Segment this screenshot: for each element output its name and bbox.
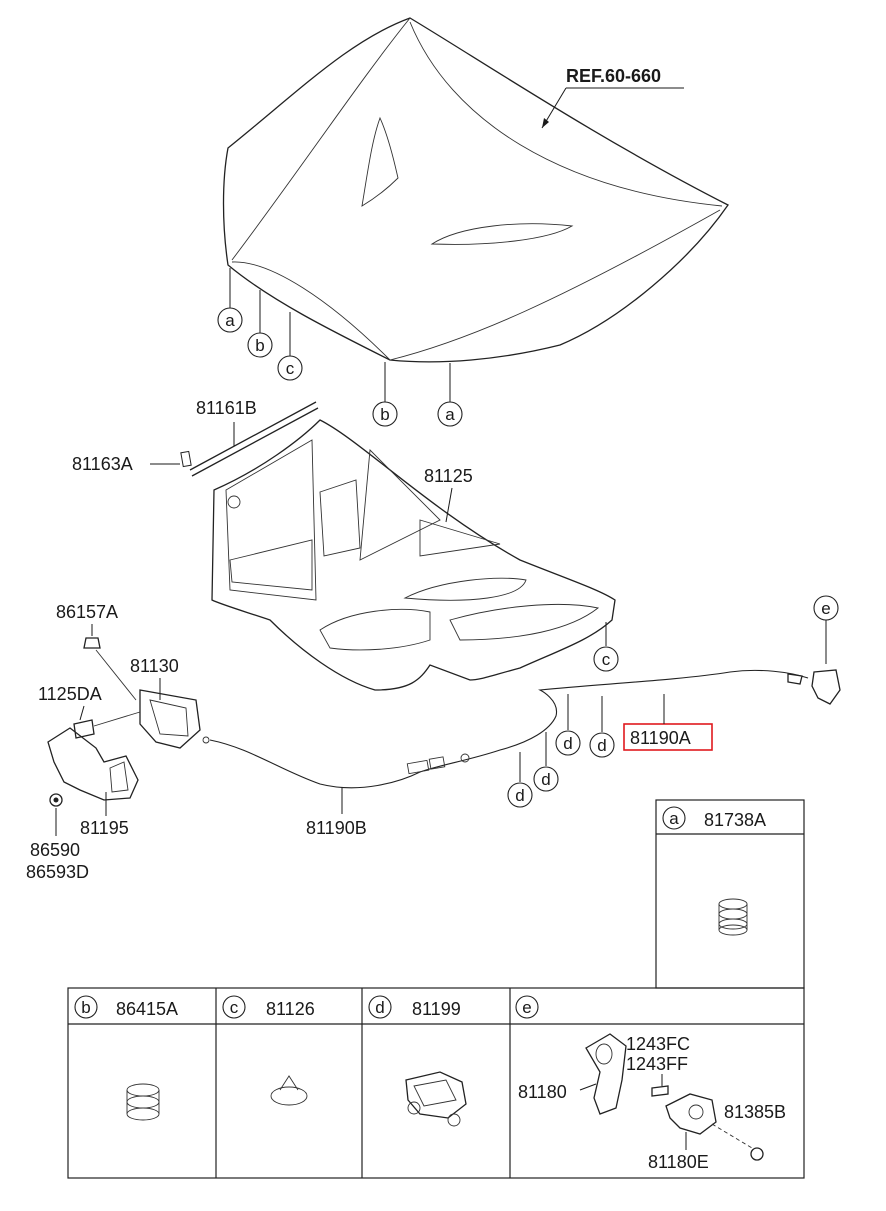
callout-d-icon [533,766,559,792]
callout-b-icon [247,332,273,358]
svg-text:a: a [669,809,679,828]
callout-d-icon [589,732,615,758]
callout-d-icon [507,782,533,808]
callout-a-icon [217,307,243,333]
ref-label: REF.60-660 [541,66,684,129]
svg-text:86590: 86590 [30,840,80,860]
svg-text:81125: 81125 [424,466,473,486]
bumper-icon [126,1083,160,1121]
callout-c-icon [277,355,303,381]
svg-text:86415A: 86415A [116,999,178,1019]
svg-text:81161B: 81161B [196,398,257,418]
handle-bracket-icon [665,1093,717,1135]
svg-text:1125DA: 1125DA [38,684,102,704]
callout-c-icon [593,646,619,672]
svg-text:81130: 81130 [130,656,179,676]
release-cable: 81190B 81190A d d d d e [202,595,841,838]
latch-assembly: 86157A 81130 1125DA 81195 86590 86593D [26,602,201,882]
svg-text:1243FC: 1243FC [626,1034,690,1054]
hood-panel [222,17,729,363]
cable-a-highlight [623,723,713,751]
svg-text:b: b [380,405,389,424]
release-handle-icon [585,1033,627,1115]
svg-text:81195: 81195 [80,818,129,838]
svg-text:d: d [515,786,524,805]
svg-text:e: e [522,998,531,1017]
svg-text:86593D: 86593D [26,862,89,882]
hood-strut: 81161B 81163A [72,398,319,477]
legend-c-icon [222,995,246,1019]
svg-text:86157A: 86157A [56,602,118,622]
legend-e-icon [515,995,539,1019]
hood-callouts: a b c b a [217,268,463,427]
svg-text:81163A: 81163A [72,454,133,474]
svg-text:e: e [821,599,830,618]
legend-d-icon [368,995,392,1019]
svg-text:a: a [225,311,235,330]
svg-text:c: c [286,359,295,378]
svg-text:d: d [563,734,572,753]
legend-a-icon [662,806,686,830]
svg-text:81190A: 81190A [630,728,691,748]
svg-text:c: c [602,650,611,669]
svg-text:1243FF: 1243FF [626,1054,688,1074]
svg-text:81180: 81180 [518,1082,567,1102]
svg-text:81126: 81126 [266,999,315,1019]
svg-text:REF.60-660: REF.60-660 [566,66,661,86]
svg-text:a: a [445,405,455,424]
svg-text:81190B: 81190B [306,818,367,838]
hood-insulator-panel: 81125 c [211,419,619,691]
bump-stop-icon [718,898,748,936]
svg-text:d: d [375,998,384,1017]
clip-icon [270,1075,308,1106]
svg-text:b: b [255,336,264,355]
callout-a-icon [437,401,463,427]
svg-text:d: d [541,770,550,789]
svg-text:b: b [81,998,90,1017]
svg-text:d: d [597,736,606,755]
svg-text:81199: 81199 [412,999,461,1019]
callout-b-icon [372,401,398,427]
svg-text:81385B: 81385B [724,1102,786,1122]
cable-clip-icon [405,1071,467,1127]
legend-table: a 81738A b 86415A c 81126 [67,799,805,1179]
svg-text:c: c [230,998,239,1017]
svg-text:81180E: 81180E [648,1152,709,1172]
svg-text:81738A: 81738A [704,810,766,830]
callout-d-icon [555,730,581,756]
legend-b-icon [74,995,98,1019]
